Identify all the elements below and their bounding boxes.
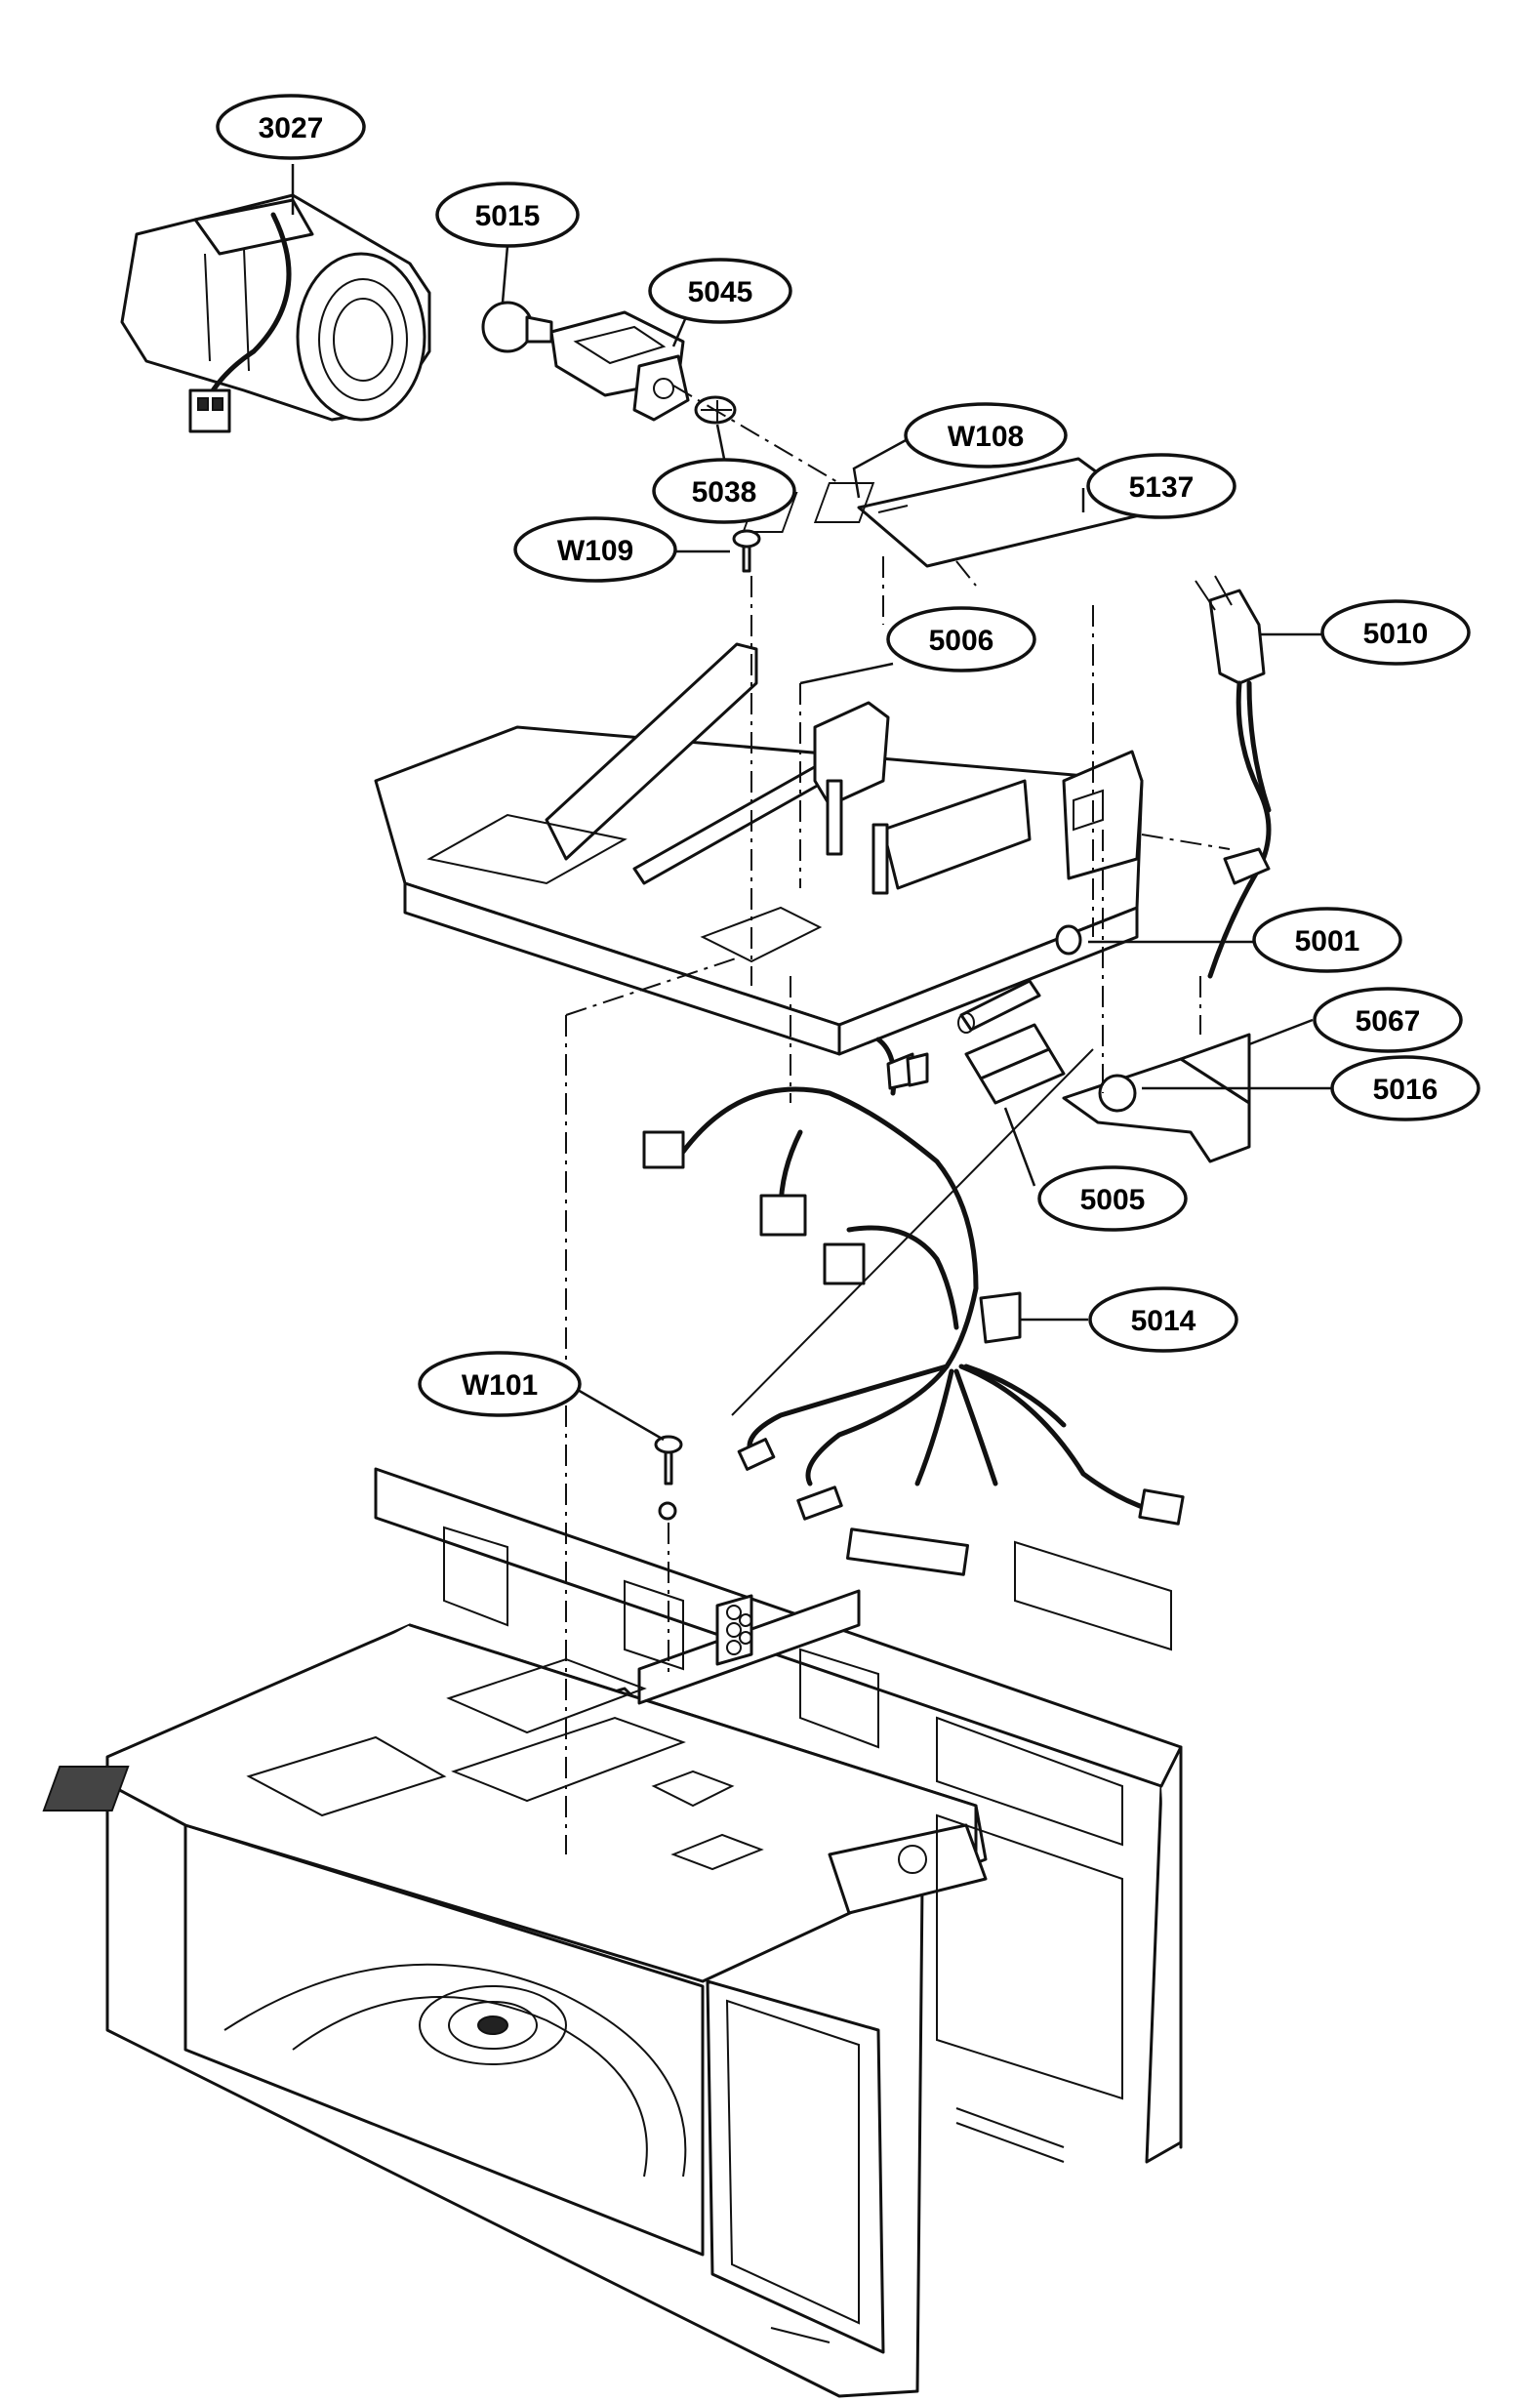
label-3027: 3027: [259, 112, 324, 144]
callout-W109: W109: [513, 516, 677, 583]
circuit-board: [742, 457, 1154, 568]
screw-w101: [654, 1435, 683, 1521]
leader-lines: [291, 164, 1342, 1442]
label-5045: 5045: [688, 276, 753, 308]
label-5001: 5001: [1295, 925, 1360, 957]
assembly-guide-lines: [565, 385, 1231, 1854]
callout-5001: 5001: [1252, 907, 1402, 973]
screw-w109: [732, 529, 761, 573]
callout-5045: 5045: [648, 258, 792, 324]
label-5067: 5067: [1356, 1005, 1421, 1038]
callout-5010: 5010: [1320, 599, 1471, 666]
callout-5005: 5005: [1037, 1165, 1188, 1232]
base-plate-tray: [374, 642, 1144, 1056]
label-W108: W108: [948, 421, 1024, 453]
label-5014: 5014: [1131, 1305, 1196, 1337]
callout-5014: 5014: [1088, 1286, 1238, 1353]
fuse-holder: [964, 1023, 1066, 1105]
label-5006: 5006: [929, 625, 994, 657]
label-W101: W101: [462, 1369, 538, 1402]
label-5005: 5005: [1080, 1184, 1146, 1216]
oven-cavity-chassis: [42, 1467, 1183, 2398]
fuse: [957, 924, 1082, 1034]
blower-fan-motor: [120, 193, 431, 433]
mounting-bracket: [1062, 1033, 1251, 1163]
label-5038: 5038: [692, 476, 757, 509]
lamp-bulb: [481, 301, 553, 353]
label-5016: 5016: [1373, 1074, 1439, 1106]
label-5015: 5015: [475, 200, 541, 232]
label-5137: 5137: [1129, 471, 1195, 504]
callout-3027: 3027: [216, 94, 366, 160]
label-W109: W109: [557, 535, 633, 567]
callout-W101: W101: [418, 1351, 582, 1417]
callout-W108: W108: [904, 402, 1068, 468]
callout-5137: 5137: [1086, 453, 1236, 519]
callout-5006: 5006: [886, 606, 1036, 672]
lamp-socket-bracket: [549, 310, 690, 422]
callout-5038: 5038: [652, 458, 796, 524]
wire-harness: [642, 1037, 1185, 1576]
callout-5015: 5015: [435, 182, 580, 248]
callout-5067: 5067: [1313, 987, 1463, 1053]
power-cord: [1195, 575, 1272, 979]
label-5010: 5010: [1363, 618, 1429, 650]
callout-5016: 5016: [1330, 1055, 1480, 1121]
